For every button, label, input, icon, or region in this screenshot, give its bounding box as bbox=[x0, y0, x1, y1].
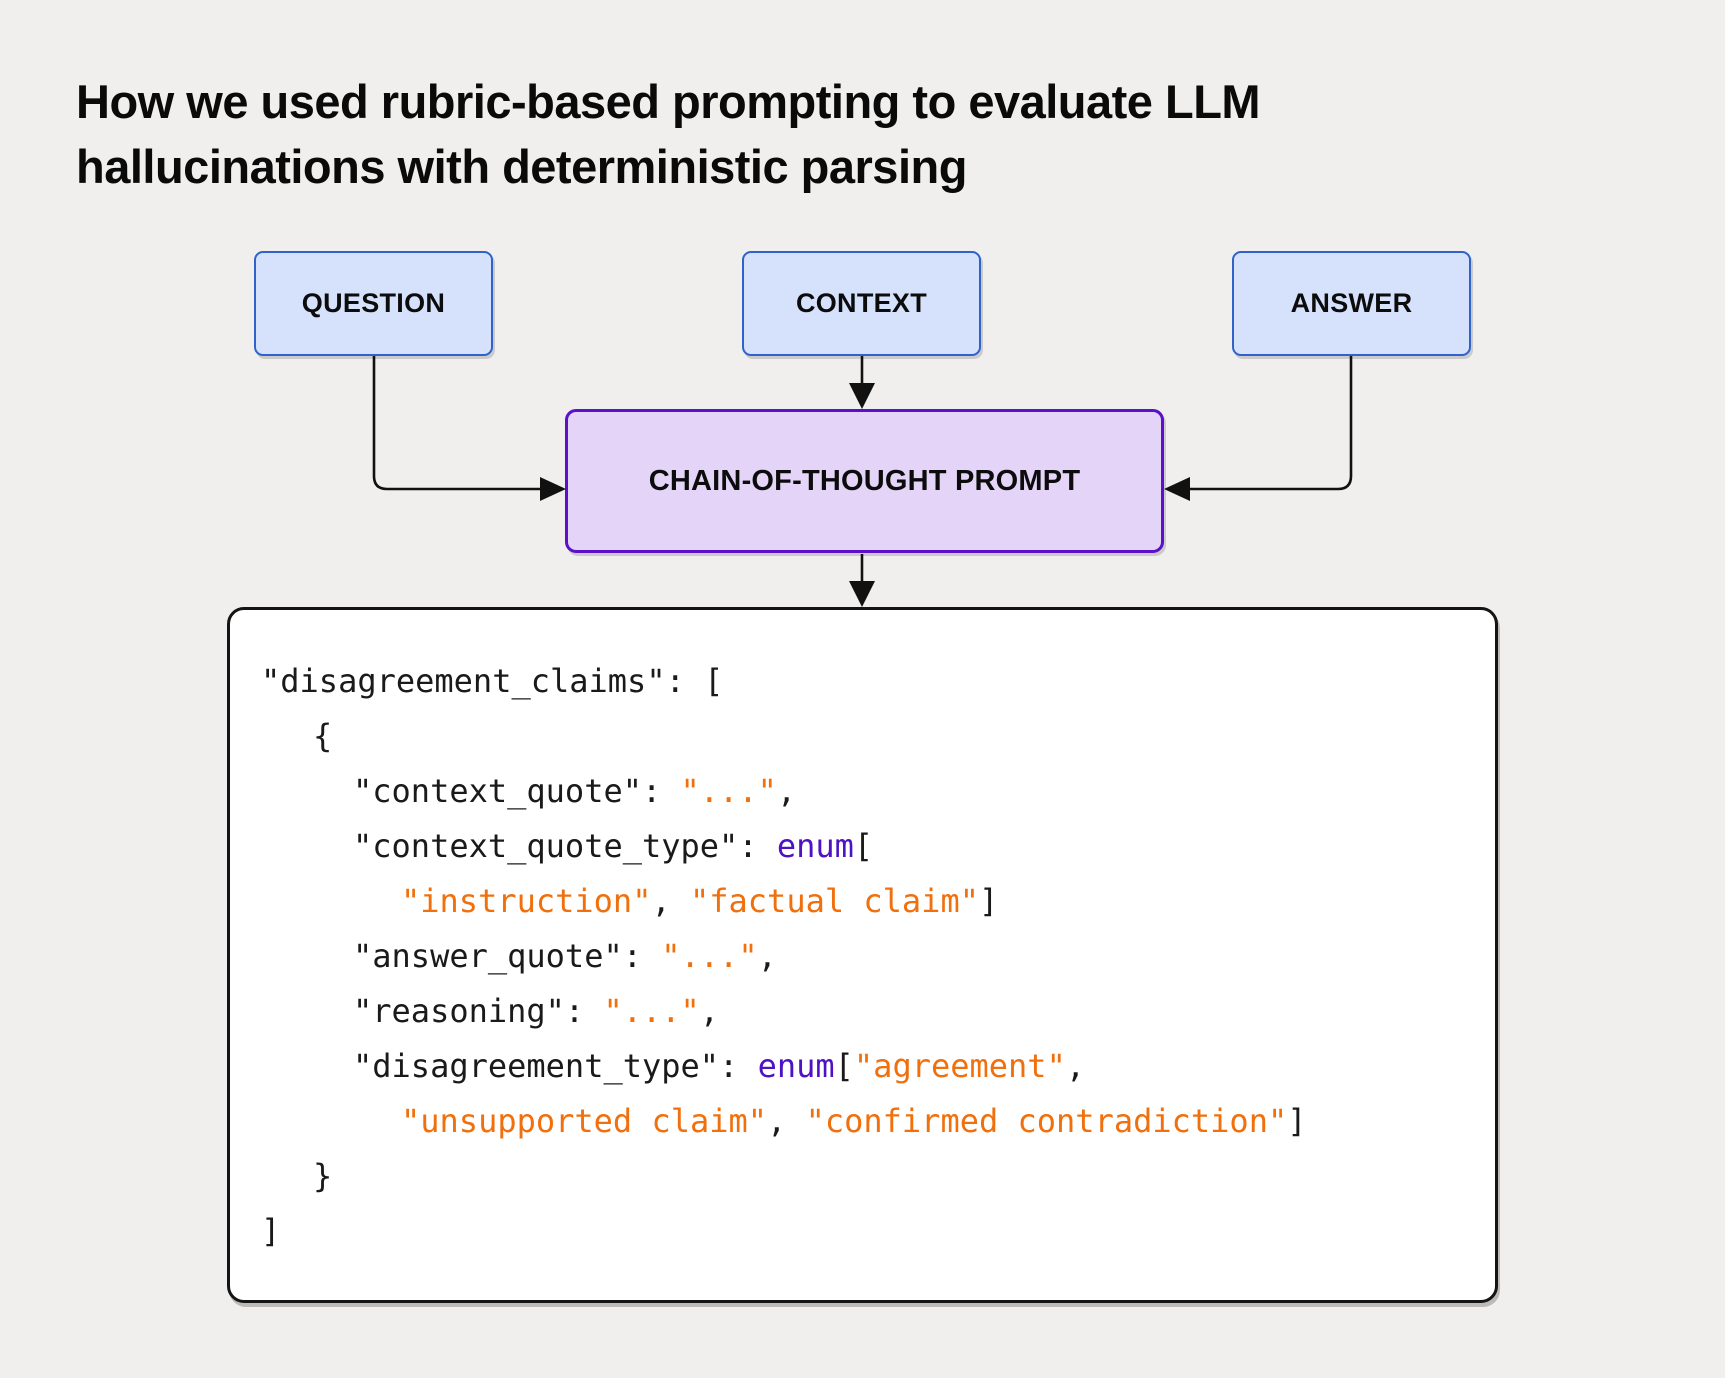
code-line: "answer_quote": "...", bbox=[261, 929, 1457, 984]
arrowhead-answer-to-prompt-icon bbox=[1164, 477, 1190, 501]
code-segment-plain: , bbox=[651, 882, 690, 920]
node-answer: ANSWER bbox=[1232, 251, 1471, 356]
code-segment-plain: "disagreement_type": bbox=[353, 1047, 758, 1085]
arrowhead-context-to-prompt-icon bbox=[849, 383, 875, 409]
code-segment-plain: "reasoning": bbox=[353, 992, 604, 1030]
node-question-label: QUESTION bbox=[301, 288, 446, 318]
code-segment-plain: "context_quote": bbox=[353, 772, 681, 810]
code-segment-string: "..." bbox=[680, 772, 777, 810]
code-segment-string: "unsupported claim" bbox=[401, 1102, 768, 1140]
code-segment-plain: , bbox=[767, 1102, 806, 1140]
page-title: How we used rubric-based prompting to ev… bbox=[76, 70, 1316, 200]
code-segment-plain: [ bbox=[853, 827, 874, 865]
code-segment-string: "factual claim" bbox=[689, 882, 979, 920]
arrow-answer-to-prompt bbox=[1189, 356, 1353, 491]
code-segment-plain: [ bbox=[834, 1047, 854, 1085]
code-segment-plain: "disagreement_claims": [ bbox=[261, 662, 724, 700]
code-segment-keyword: enum bbox=[757, 1047, 835, 1085]
code-line: } bbox=[261, 1149, 1457, 1204]
code-segment-plain: { bbox=[313, 717, 333, 755]
page-title-line-2: hallucinations with deterministic parsin… bbox=[76, 139, 967, 193]
code-segment-string: "agreement" bbox=[853, 1047, 1066, 1085]
code-segment-plain: ] bbox=[978, 882, 999, 920]
node-chain-of-thought-prompt: CHAIN-OF-THOUGHT PROMPT bbox=[565, 409, 1164, 553]
node-context: CONTEXT bbox=[742, 251, 981, 356]
code-line: "disagreement_claims": [ bbox=[261, 654, 1457, 709]
code-segment-plain: , bbox=[776, 772, 797, 810]
code-segment-string: "confirmed contradiction" bbox=[805, 1102, 1288, 1140]
code-segment-plain: "context_quote_type": bbox=[353, 827, 777, 865]
code-line: "instruction", "factual claim"] bbox=[261, 874, 1457, 929]
arrowhead-question-to-prompt-icon bbox=[540, 477, 566, 501]
node-answer-label: ANSWER bbox=[1290, 288, 1413, 318]
schema-code-block: "disagreement_claims": [ { "context_quote"… bbox=[227, 607, 1498, 1303]
code-segment-plain: , bbox=[757, 937, 777, 975]
code-segment-plain: , bbox=[699, 992, 720, 1030]
code-line: { bbox=[261, 709, 1457, 764]
code-line: "context_quote_type": enum[ bbox=[261, 819, 1457, 874]
node-context-label: CONTEXT bbox=[795, 288, 928, 318]
code-line: "disagreement_type": enum["agreement", bbox=[261, 1039, 1457, 1094]
code-line: "context_quote": "...", bbox=[261, 764, 1457, 819]
code-segment-plain: ] bbox=[261, 1212, 281, 1250]
code-line: "reasoning": "...", bbox=[261, 984, 1457, 1039]
code-line: "unsupported claim", "confirmed contradi… bbox=[261, 1094, 1457, 1149]
page-title-line-1: How we used rubric-based prompting to ev… bbox=[76, 75, 1261, 128]
arrowhead-prompt-to-schema-icon bbox=[849, 581, 875, 607]
arrow-question-to-prompt bbox=[372, 356, 541, 491]
code-segment-plain: "answer_quote": bbox=[353, 937, 662, 975]
code-segment-plain: ] bbox=[1287, 1102, 1307, 1140]
code-segment-string: "..." bbox=[661, 937, 758, 975]
node-question: QUESTION bbox=[254, 251, 493, 356]
code-line: ] bbox=[261, 1204, 1457, 1259]
code-segment-keyword: enum bbox=[776, 827, 854, 865]
node-chain-of-thought-prompt-label: CHAIN-OF-THOUGHT PROMPT bbox=[648, 464, 1081, 497]
code-segment-plain: , bbox=[1065, 1047, 1086, 1085]
code-segment-string: "instruction" bbox=[401, 882, 652, 920]
code-segment-string: "..." bbox=[603, 992, 700, 1030]
code-segment-plain: } bbox=[313, 1157, 333, 1195]
code-content: "disagreement_claims": [ { "context_quote"… bbox=[261, 654, 1457, 1259]
